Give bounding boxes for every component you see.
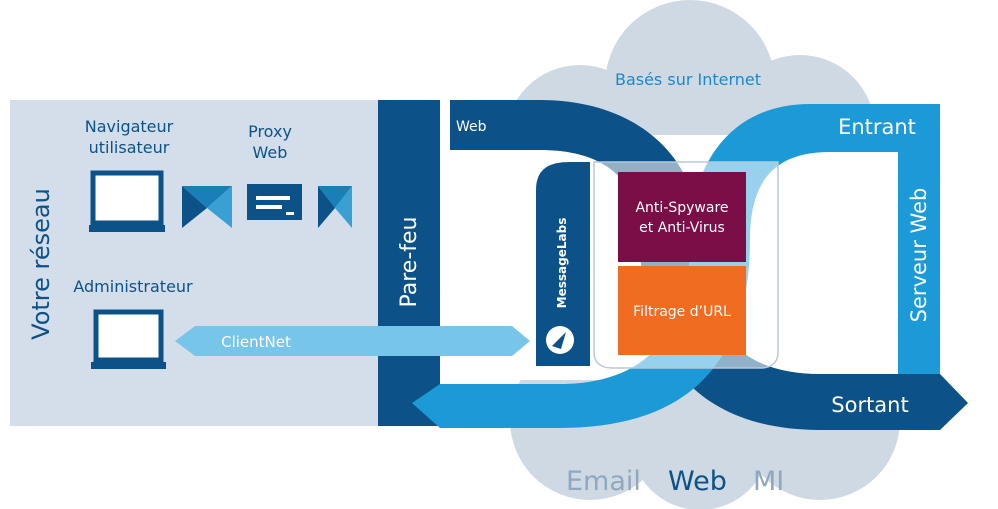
admin-label: Administrateur [73, 277, 193, 296]
web-server-label: Serveur Web [907, 188, 931, 323]
laptop-icon [89, 170, 165, 232]
url-filter-box [618, 266, 746, 355]
connector-icon [182, 186, 232, 228]
web-server-bar [898, 104, 940, 374]
web-flow-label: Web [456, 119, 487, 135]
url-filter-label: Filtrage d’URL [633, 304, 731, 320]
cloud-label: Basés sur Internet [615, 70, 761, 89]
antivirus-label-line2: et Anti-Virus [639, 220, 725, 236]
connector-icon [318, 186, 352, 228]
messagelabs-brand: MessageLabs [555, 218, 569, 309]
admin-laptop-icon [91, 309, 166, 369]
outbound-label: Sortant [831, 393, 908, 417]
network-title: Votre réseau [27, 188, 55, 340]
browser-label-line2: utilisateur [89, 138, 170, 157]
clientnet-arrow[interactable] [175, 326, 530, 356]
messagelabs-logo-icon [546, 326, 574, 354]
firewall-label: Pare-feu [397, 216, 422, 307]
browser-label-line1: Navigateur [85, 117, 174, 136]
footer-web: Web [668, 466, 727, 497]
firewall-bar [378, 100, 440, 426]
inbound-label: Entrant [838, 115, 916, 139]
proxy-label-line1: Proxy [248, 122, 292, 141]
antivirus-box [618, 172, 746, 262]
proxy-label-line2: Web [253, 143, 288, 162]
footer-im: MI [753, 466, 784, 497]
clientnet-label: ClientNet [221, 333, 291, 351]
messagelabs-bar [536, 162, 590, 366]
footer-email: Email [566, 466, 641, 497]
antivirus-label-line1: Anti-Spyware [635, 200, 728, 216]
footer-services: Email Web MI [566, 466, 784, 497]
proxy-server-icon [247, 184, 302, 220]
network-panel [10, 100, 380, 426]
